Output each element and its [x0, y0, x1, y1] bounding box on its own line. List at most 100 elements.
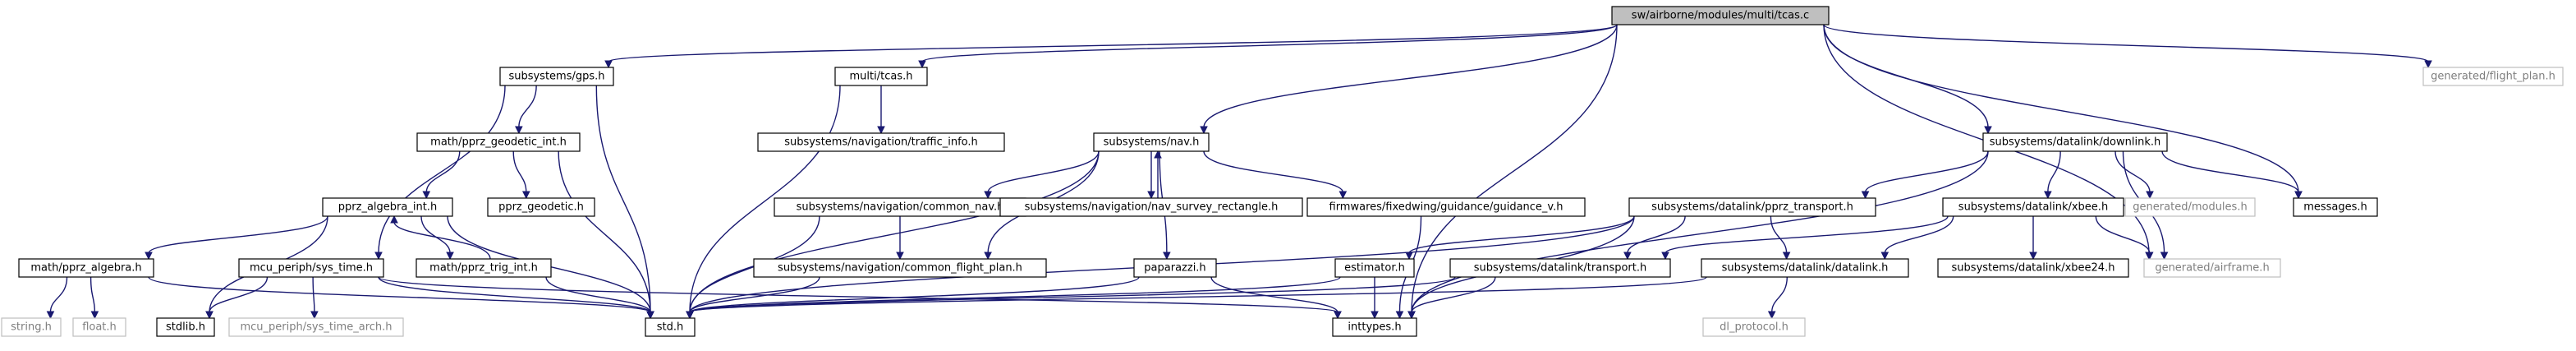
dependency-edge [1200, 24, 1618, 135]
node-label: stdlib.h [166, 321, 205, 334]
node-pprz-trig-int-h[interactable]: math/pprz_trig_int.h [416, 258, 552, 278]
dependency-edge [1154, 150, 1162, 198]
dependency-edge [390, 215, 491, 260]
node-modules-h: generated/modules.h [2124, 197, 2256, 217]
node-label: subsystems/gps.h [508, 71, 604, 83]
node-label: math/pprz_algebra.h [30, 262, 141, 275]
node-label: generated/airframe.h [2155, 262, 2269, 275]
dependency-edge [1823, 24, 2303, 200]
node-inttypes-h[interactable]: inttypes.h [1332, 317, 1417, 337]
node-label: paparazzi.h [1144, 262, 1205, 275]
node-nav-survey-rectangle-h[interactable]: subsystems/navigation/nav_survey_rectang… [999, 197, 1303, 217]
dependency-edge [545, 276, 654, 320]
dependency-edge [515, 85, 537, 135]
dependency-edge [1623, 215, 1686, 261]
node-float-h: float.h [72, 317, 126, 337]
node-label: pprz_algebra_int.h [338, 201, 437, 214]
node-std-h[interactable]: std.h [645, 317, 696, 337]
dependency-edge [686, 276, 820, 320]
dependency-edge [686, 276, 1707, 320]
node-label: generated/modules.h [2133, 201, 2247, 214]
node-airframe-h: generated/airframe.h [2143, 258, 2281, 278]
node-messages-h[interactable]: messages.h [2293, 197, 2378, 217]
node-stdlib-h[interactable]: stdlib.h [156, 317, 215, 337]
node-label: subsystems/datalink/datalink.h [1722, 262, 1889, 275]
node-dl-protocol-h: dl_protocol.h [1702, 317, 1806, 337]
node-sys-time-arch-h: mcu_periph/sys_time_arch.h [228, 317, 404, 337]
node-label: subsystems/datalink/xbee24.h [1952, 262, 2115, 275]
dependency-edge [422, 150, 461, 200]
dependency-edge [558, 150, 654, 320]
node-label: string.h [11, 321, 52, 334]
node-gps-h[interactable]: subsystems/gps.h [499, 67, 614, 86]
node-label: subsystems/navigation/nav_survey_rectang… [1025, 201, 1279, 214]
node-traffic-info-h[interactable]: subsystems/navigation/traffic_info.h [757, 132, 1005, 152]
dependency-edge [1661, 215, 1949, 261]
dependency-edge [1823, 24, 2432, 69]
node-pprz-geodetic-h[interactable]: pprz_geodetic.h [487, 197, 595, 217]
node-pprz-algebra-int-h[interactable]: pprz_algebra_int.h [322, 197, 453, 217]
dependency-edge [1880, 215, 1954, 261]
dependency-edge [1203, 150, 1348, 200]
node-datalink-h[interactable]: subsystems/datalink/datalink.h [1701, 258, 1909, 278]
node-label: subsystems/nav.h [1104, 136, 1200, 149]
node-label: pprz_geodetic.h [498, 201, 584, 214]
dependency-edge [205, 276, 269, 320]
dependency-edge [984, 150, 1100, 200]
dependency-edge [604, 24, 1618, 69]
dependency-edge [1767, 276, 1788, 320]
node-common-flight-plan-h[interactable]: subsystems/navigation/common_flight_plan… [753, 258, 1047, 278]
node-xbee24-h[interactable]: subsystems/datalink/xbee24.h [1937, 258, 2129, 278]
node-tcas-c[interactable]: sw/airborne/modules/multi/tcas.c [1611, 6, 1830, 25]
node-pprz-transport-h[interactable]: subsystems/datalink/pprz_transport.h [1628, 197, 1876, 217]
node-estimator-h[interactable]: estimator.h [1334, 258, 1415, 278]
dependency-edge [2161, 150, 2303, 200]
dependency-edge [2115, 150, 2154, 200]
node-pprz-geodetic-int-h[interactable]: math/pprz_geodetic_int.h [416, 132, 581, 152]
node-sys-time-h[interactable]: mcu_periph/sys_time.h [238, 258, 384, 278]
dependency-edge [2044, 150, 2061, 200]
dependency-edge [148, 276, 654, 320]
header-nodes: sw/airborne/modules/multi/tcas.c subsyst… [1, 6, 2564, 337]
node-label: math/pprz_trig_int.h [429, 262, 538, 275]
node-label: subsystems/datalink/downlink.h [1990, 136, 2161, 149]
dependency-edge [512, 150, 530, 200]
node-label: mcu_periph/sys_time.h [250, 262, 373, 275]
dependency-edge [1147, 151, 1155, 200]
node-common-nav-h[interactable]: subsystems/navigation/common_nav.h [774, 197, 1026, 217]
node-label: messages.h [2303, 201, 2367, 214]
dependency-edge [374, 85, 506, 261]
node-label: firmwares/fixedwing/guidance/guidance_v.… [1329, 201, 1564, 214]
node-label: float.h [82, 321, 117, 334]
node-label: std.h [657, 321, 684, 334]
node-label: sw/airborne/modules/multi/tcas.c [1632, 10, 1809, 22]
node-label: dl_protocol.h [1720, 321, 1789, 334]
dependency-edge [686, 276, 1341, 320]
node-multi-tcas-h[interactable]: multi/tcas.h [834, 67, 928, 86]
dependency-edge [1210, 276, 1342, 320]
dependency-edge [2029, 216, 2037, 261]
dependency-edge [1770, 215, 1791, 261]
node-xbee-h[interactable]: subsystems/datalink/xbee.h [1942, 197, 2124, 217]
node-label: subsystems/datalink/pprz_transport.h [1651, 201, 1853, 214]
dependency-edge [896, 215, 904, 261]
node-guidance-v-h[interactable]: firmwares/fixedwing/guidance/guidance_v.… [1306, 197, 1586, 217]
node-downlink-h[interactable]: subsystems/datalink/downlink.h [1982, 132, 2168, 152]
dependency-edge [918, 24, 1618, 69]
node-label: mcu_periph/sys_time_arch.h [240, 321, 392, 334]
dependency-edge [686, 150, 1100, 320]
dependency-edge [2095, 215, 2154, 261]
node-pprz-algebra-h[interactable]: math/pprz_algebra.h [18, 258, 154, 278]
dependency-edge [1405, 215, 1635, 261]
node-label: subsystems/datalink/xbee.h [1958, 201, 2108, 214]
node-label: generated/flight_plan.h [2431, 71, 2555, 83]
node-transport-h[interactable]: subsystems/datalink/transport.h [1449, 258, 1671, 278]
node-label: multi/tcas.h [850, 71, 913, 83]
node-label: subsystems/navigation/common_flight_plan… [778, 262, 1022, 275]
dependency-edge [310, 276, 319, 320]
node-paparazzi-h[interactable]: paparazzi.h [1133, 258, 1217, 278]
node-nav-h[interactable]: subsystems/nav.h [1093, 132, 1210, 152]
node-label: subsystems/navigation/traffic_info.h [784, 136, 978, 149]
dependency-edge [145, 215, 328, 261]
dependency-edge [1371, 277, 1379, 320]
